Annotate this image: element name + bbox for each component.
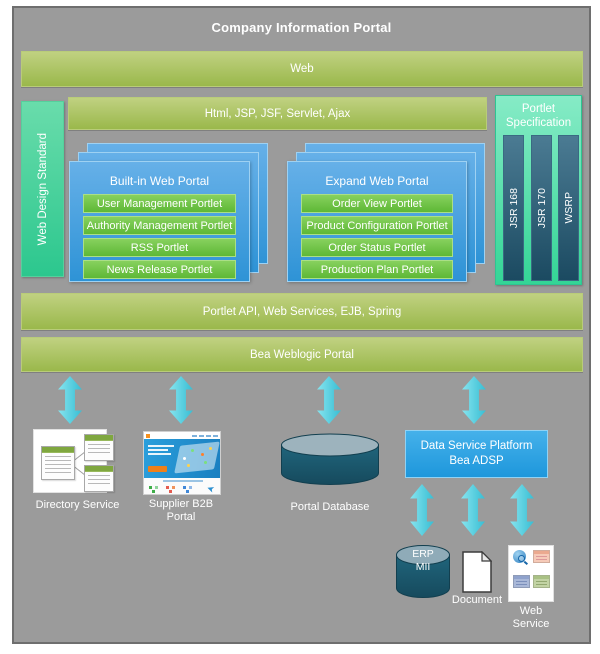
table-icon — [84, 465, 114, 492]
double-arrow-icon — [169, 376, 193, 424]
wsrp-bar: WSRP — [558, 135, 579, 281]
data-service-platform-box: Data Service Platform Bea ADSP — [405, 430, 548, 478]
dsp-label-line2: Bea ADSP — [449, 455, 504, 467]
cta-button-shape — [148, 466, 167, 472]
double-arrow-icon — [58, 376, 82, 424]
panel-icon — [533, 550, 550, 563]
site-logo-icon — [146, 433, 150, 438]
table-icon — [84, 434, 114, 461]
builtin-panel-title: Built-in Web Portal — [109, 174, 210, 188]
page-title: Company Information Portal — [211, 20, 392, 35]
directory-service-icon — [33, 429, 114, 493]
layer-bea-weblogic: Bea Weblogic Portal — [21, 337, 583, 372]
layer-bea-weblogic-label: Bea Weblogic Portal — [250, 348, 354, 361]
layer-technologies: Html, JSP, JSF, Servlet, Ajax — [68, 97, 487, 130]
portlet-order-view: Order View Portlet — [301, 194, 453, 213]
jsr168-label: JSR 168 — [507, 187, 520, 229]
jsr168-bar: JSR 168 — [503, 135, 524, 281]
document-icon — [462, 551, 492, 593]
portlet-specification-title: Portlet Specification — [505, 103, 572, 129]
web-service-label: Web Service — [512, 605, 550, 630]
web-design-standard-label: Web Design Standard — [36, 132, 49, 246]
portlet-product-configuration: Product Configuration Portlet — [301, 216, 453, 235]
expand-panel-title: Expand Web Portal — [325, 174, 429, 188]
double-arrow-icon — [462, 376, 486, 424]
mini-diagram-icon — [166, 486, 177, 493]
mini-diagram-icon — [183, 486, 194, 493]
portlet-rss: RSS Portlet — [83, 238, 236, 257]
portlet-production-plan: Production Plan Portlet — [301, 260, 453, 279]
builtin-web-portal-panel: Built-in Web Portal User Management Port… — [69, 161, 250, 282]
portal-database-icon — [281, 433, 379, 485]
directory-service-label: Directory Service — [35, 499, 120, 511]
expand-web-portal-stack: Expand Web Portal Order View Portlet Pro… — [287, 143, 485, 282]
jsr170-label: JSR 170 — [535, 187, 548, 229]
table-icon — [41, 446, 75, 480]
isometric-diagram-shape — [174, 441, 220, 474]
portlet-specification-box: Portlet Specification JSR 168 JSR 170 WS… — [495, 95, 582, 285]
supplier-b2b-portal-label: Supplier B2B Portal — [148, 498, 214, 523]
portlet-order-status: Order Status Portlet — [301, 238, 453, 257]
layer-portlet-api: Portlet API, Web Services, EJB, Spring — [21, 293, 583, 330]
double-arrow-icon — [510, 484, 534, 536]
layer-web-label: Web — [290, 63, 314, 75]
erp-label-line2: MII — [415, 561, 431, 573]
portal-database-label: Portal Database — [290, 501, 370, 513]
dsp-label-line1: Data Service Platform — [420, 440, 533, 452]
portlet-user-management: User Management Portlet — [83, 194, 236, 213]
document-label: Document — [451, 594, 503, 606]
web-design-standard-bar: Web Design Standard — [21, 101, 64, 277]
magnifier-icon — [518, 555, 525, 562]
double-arrow-icon — [317, 376, 341, 424]
wsrp-label: WSRP — [562, 192, 575, 224]
layer-technologies-label: Html, JSP, JSF, Servlet, Ajax — [204, 107, 351, 120]
web-service-icon — [508, 545, 554, 602]
layer-portlet-api-label: Portlet API, Web Services, EJB, Spring — [202, 305, 402, 318]
panel-icon — [513, 575, 530, 588]
layer-web: Web — [21, 51, 583, 87]
portlet-news-release: News Release Portlet — [83, 260, 236, 279]
double-arrow-icon — [410, 484, 434, 536]
jsr170-bar: JSR 170 — [531, 135, 552, 281]
erp-mii-icon — [396, 545, 450, 598]
mini-diagram-icon — [149, 486, 160, 493]
panel-icon — [533, 575, 550, 588]
supplier-b2b-portal-icon: ➤ — [143, 431, 221, 495]
cursor-icon: ➤ — [205, 482, 217, 495]
expand-web-portal-panel: Expand Web Portal Order View Portlet Pro… — [287, 161, 467, 282]
portlet-authority-management: Authority Management Portlet — [83, 216, 236, 235]
erp-label-line1: ERP — [412, 548, 434, 560]
double-arrow-icon — [461, 484, 485, 536]
builtin-web-portal-stack: Built-in Web Portal User Management Port… — [69, 143, 268, 282]
